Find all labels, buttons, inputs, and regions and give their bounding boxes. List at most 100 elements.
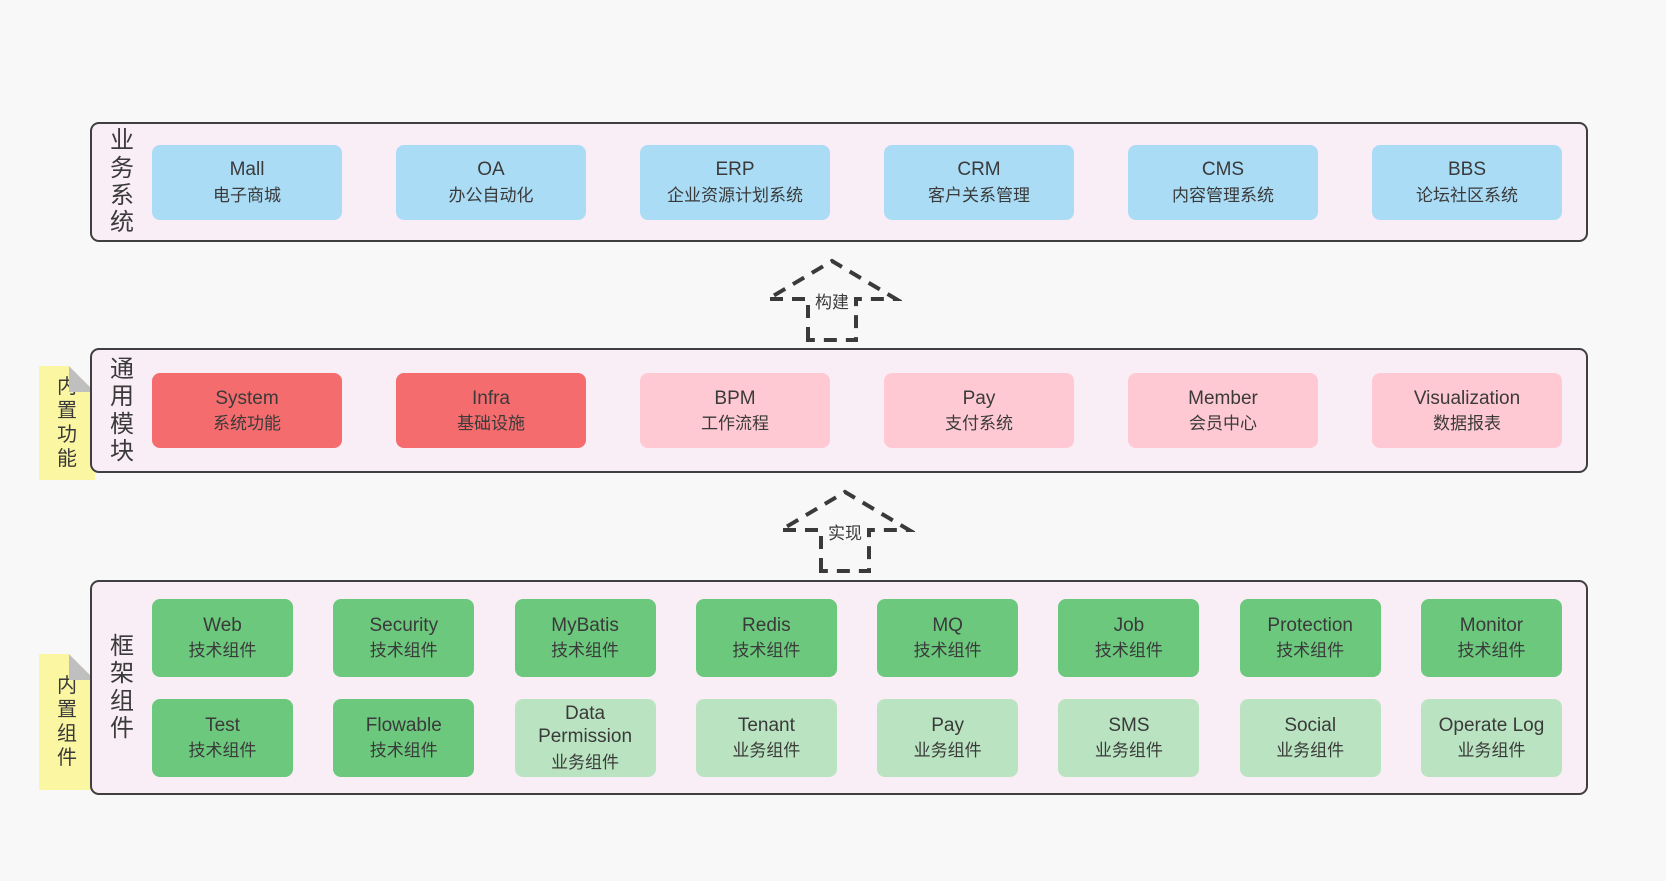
box-title: MyBatis (551, 614, 619, 636)
box-subtitle: 客户关系管理 (928, 185, 1030, 205)
box-subtitle: 技术组件 (188, 641, 257, 661)
box-pay: Pay 业务组件 (877, 698, 1019, 777)
box-subtitle: 技术组件 (369, 741, 438, 761)
box-bbs: BBS 论坛社区系统 (1372, 144, 1562, 220)
box-subtitle: 业务组件 (1457, 741, 1526, 761)
box-bpm: BPM 工作流程 (640, 373, 830, 448)
box-title: Flowable (365, 714, 442, 736)
box-infra: Infra 基础设施 (396, 373, 586, 448)
box-subtitle: 技术组件 (369, 641, 438, 661)
box-subtitle: 企业资源计划系统 (667, 185, 803, 205)
box-cms: CMS 内容管理系统 (1128, 144, 1318, 220)
panel-side-label: 业务系统 (109, 127, 134, 237)
sticky-tab-label: 内置组件 (57, 675, 77, 769)
box-subtitle: 业务组件 (551, 753, 620, 773)
box-subtitle: 业务组件 (732, 741, 801, 761)
box-title: SMS (1108, 714, 1150, 736)
box-mybatis: MyBatis 技术组件 (514, 598, 656, 677)
box-system: System 系统功能 (152, 373, 342, 448)
box-title: BPM (714, 387, 756, 409)
box-title: Data Permission (538, 702, 633, 748)
dashed-up-arrow-icon (762, 258, 902, 342)
box-subtitle: 内容管理系统 (1172, 185, 1274, 205)
box-subtitle: 业务组件 (1094, 741, 1163, 761)
box-title: Pay (931, 714, 964, 736)
box-subtitle: 电子商城 (213, 185, 281, 205)
box-title: Member (1188, 387, 1258, 409)
dashed-up-arrow-icon (775, 489, 915, 573)
box-subtitle: 基础设施 (457, 414, 525, 434)
box-title: Job (1113, 614, 1145, 636)
box-pay: Pay 支付系统 (884, 373, 1074, 448)
box-operate-log: Operate Log 业务组件 (1420, 698, 1562, 777)
box-subtitle: 支付系统 (945, 414, 1013, 434)
box-member: Member 会员中心 (1128, 373, 1318, 448)
box-title: Security (369, 614, 439, 636)
box-row: System 系统功能 Infra 基础设施 BPM 工作流程 Pay 支付系统 Member 会… (152, 373, 1562, 448)
box-title: System (215, 387, 279, 409)
box-subtitle: 技术组件 (551, 641, 620, 661)
box-oa: OA 办公自动化 (396, 144, 586, 220)
box-subtitle: 技术组件 (1276, 641, 1345, 661)
box-title: Monitor (1459, 614, 1524, 636)
box-title: Social (1284, 714, 1337, 736)
box-job: Job 技术组件 (1058, 598, 1200, 677)
box-subtitle: 办公自动化 (448, 185, 534, 205)
box-title: Visualization (1413, 387, 1521, 409)
panel-common-modules: 通用模块 System 系统功能 Infra 基础设施 BPM 工作流程 Pay 支付系统 Me… (90, 348, 1588, 473)
box-flowable: Flowable 技术组件 (333, 698, 475, 777)
box-subtitle: 技术组件 (1457, 641, 1526, 661)
box-monitor: Monitor 技术组件 (1420, 598, 1562, 677)
box-subtitle: 业务组件 (913, 741, 982, 761)
box-visualization: Visualization 数据报表 (1372, 373, 1562, 448)
box-title: OA (477, 159, 505, 180)
panel-side-label: 框架组件 (109, 632, 134, 742)
arrow-build: 构建 (762, 255, 902, 343)
arrow-label: 实现 (825, 524, 865, 545)
box-subtitle: 业务组件 (1276, 741, 1345, 761)
box-sms: SMS 业务组件 (1058, 698, 1200, 777)
box-title: BBS (1447, 159, 1487, 180)
box-subtitle: 技术组件 (1094, 641, 1163, 661)
box-title: CMS (1201, 159, 1245, 180)
box-title: Protection (1267, 614, 1353, 636)
arrow-implement: 实现 (775, 486, 915, 574)
box-subtitle: 数据报表 (1433, 414, 1501, 434)
box-tenant: Tenant 业务组件 (695, 698, 837, 777)
box-subtitle: 论坛社区系统 (1416, 185, 1518, 205)
box-subtitle: 技术组件 (732, 641, 801, 661)
panel-rows: System 系统功能 Infra 基础设施 BPM 工作流程 Pay 支付系统 Member 会… (152, 350, 1586, 471)
box-title: Operate Log (1438, 714, 1545, 736)
box-subtitle: 系统功能 (213, 414, 281, 434)
sticky-tab-built-in-components: 内置组件 (39, 654, 95, 790)
box-title: Infra (471, 387, 511, 409)
box-security: Security 技术组件 (333, 598, 475, 677)
box-redis: Redis 技术组件 (695, 598, 837, 677)
box-title: Redis (742, 614, 791, 636)
box-subtitle: 技术组件 (188, 741, 257, 761)
panel-side-label: 通用模块 (109, 355, 134, 465)
box-title: Pay (962, 387, 996, 409)
sticky-tab-built-in-features: 内置功能 (39, 366, 95, 480)
box-social: Social 业务组件 (1239, 698, 1381, 777)
box-subtitle: 工作流程 (701, 414, 769, 434)
arrow-label: 构建 (812, 293, 852, 314)
box-title: Tenant (737, 714, 795, 736)
sticky-tab-label: 内置功能 (57, 376, 77, 470)
box-subtitle: 技术组件 (913, 641, 982, 661)
box-subtitle: 会员中心 (1189, 414, 1257, 434)
